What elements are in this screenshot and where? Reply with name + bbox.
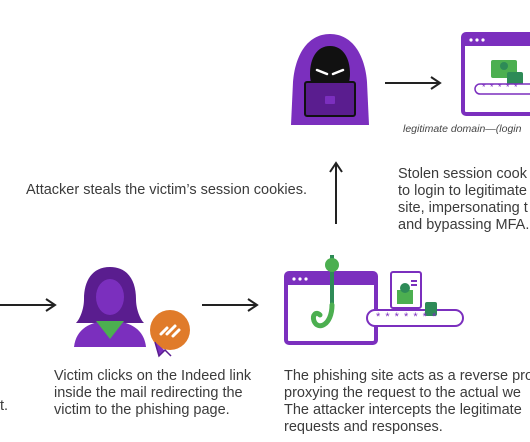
password-mask-small: * * * * * bbox=[482, 82, 519, 92]
stolen-note: Stolen session cook to login to legitima… bbox=[398, 166, 529, 234]
victim-note-line: victim to the phishing page. bbox=[54, 402, 230, 418]
legit-domain-caption: legitimate domain—(login bbox=[403, 123, 522, 135]
victim-icon bbox=[74, 267, 146, 347]
victim-note-line: inside the mail redirecting the bbox=[54, 385, 243, 401]
attacker-steals-caption: Attacker steals the victim’s session coo… bbox=[26, 182, 307, 198]
victim-note-line: Victim clicks on the Indeed link bbox=[54, 368, 252, 384]
left-fragment: t. bbox=[0, 398, 9, 414]
phishing-note: The phishing site acts as a reverse pro … bbox=[284, 368, 530, 436]
click-link-icon bbox=[150, 310, 190, 358]
password-card-icon bbox=[366, 271, 464, 327]
hacker-icon bbox=[291, 34, 369, 125]
phishing-note-line: proxying the request to the actual we bbox=[284, 385, 521, 401]
password-mask: * * * * * * * bbox=[376, 311, 438, 323]
stolen-note-line: site, impersonating t bbox=[398, 200, 528, 216]
arrow-icon bbox=[202, 298, 259, 312]
phishing-note-line: The phishing site acts as a reverse pro bbox=[284, 368, 530, 384]
phishing-note-line: requests and responses. bbox=[284, 419, 443, 435]
victim-note: Victim clicks on the Indeed link inside … bbox=[54, 368, 251, 419]
phishing-hook-icon bbox=[284, 255, 378, 345]
arrow-icon bbox=[329, 161, 343, 224]
browser-login-icon bbox=[461, 32, 530, 116]
stolen-note-line: and bypassing MFA. bbox=[398, 217, 530, 233]
phishing-note-line: The attacker intercepts the legitimate bbox=[284, 402, 522, 418]
stolen-note-line: Stolen session cook bbox=[398, 166, 527, 182]
stolen-note-line: to login to legitimate bbox=[398, 183, 527, 199]
arrow-icon bbox=[385, 76, 442, 90]
arrow-icon bbox=[0, 298, 57, 312]
